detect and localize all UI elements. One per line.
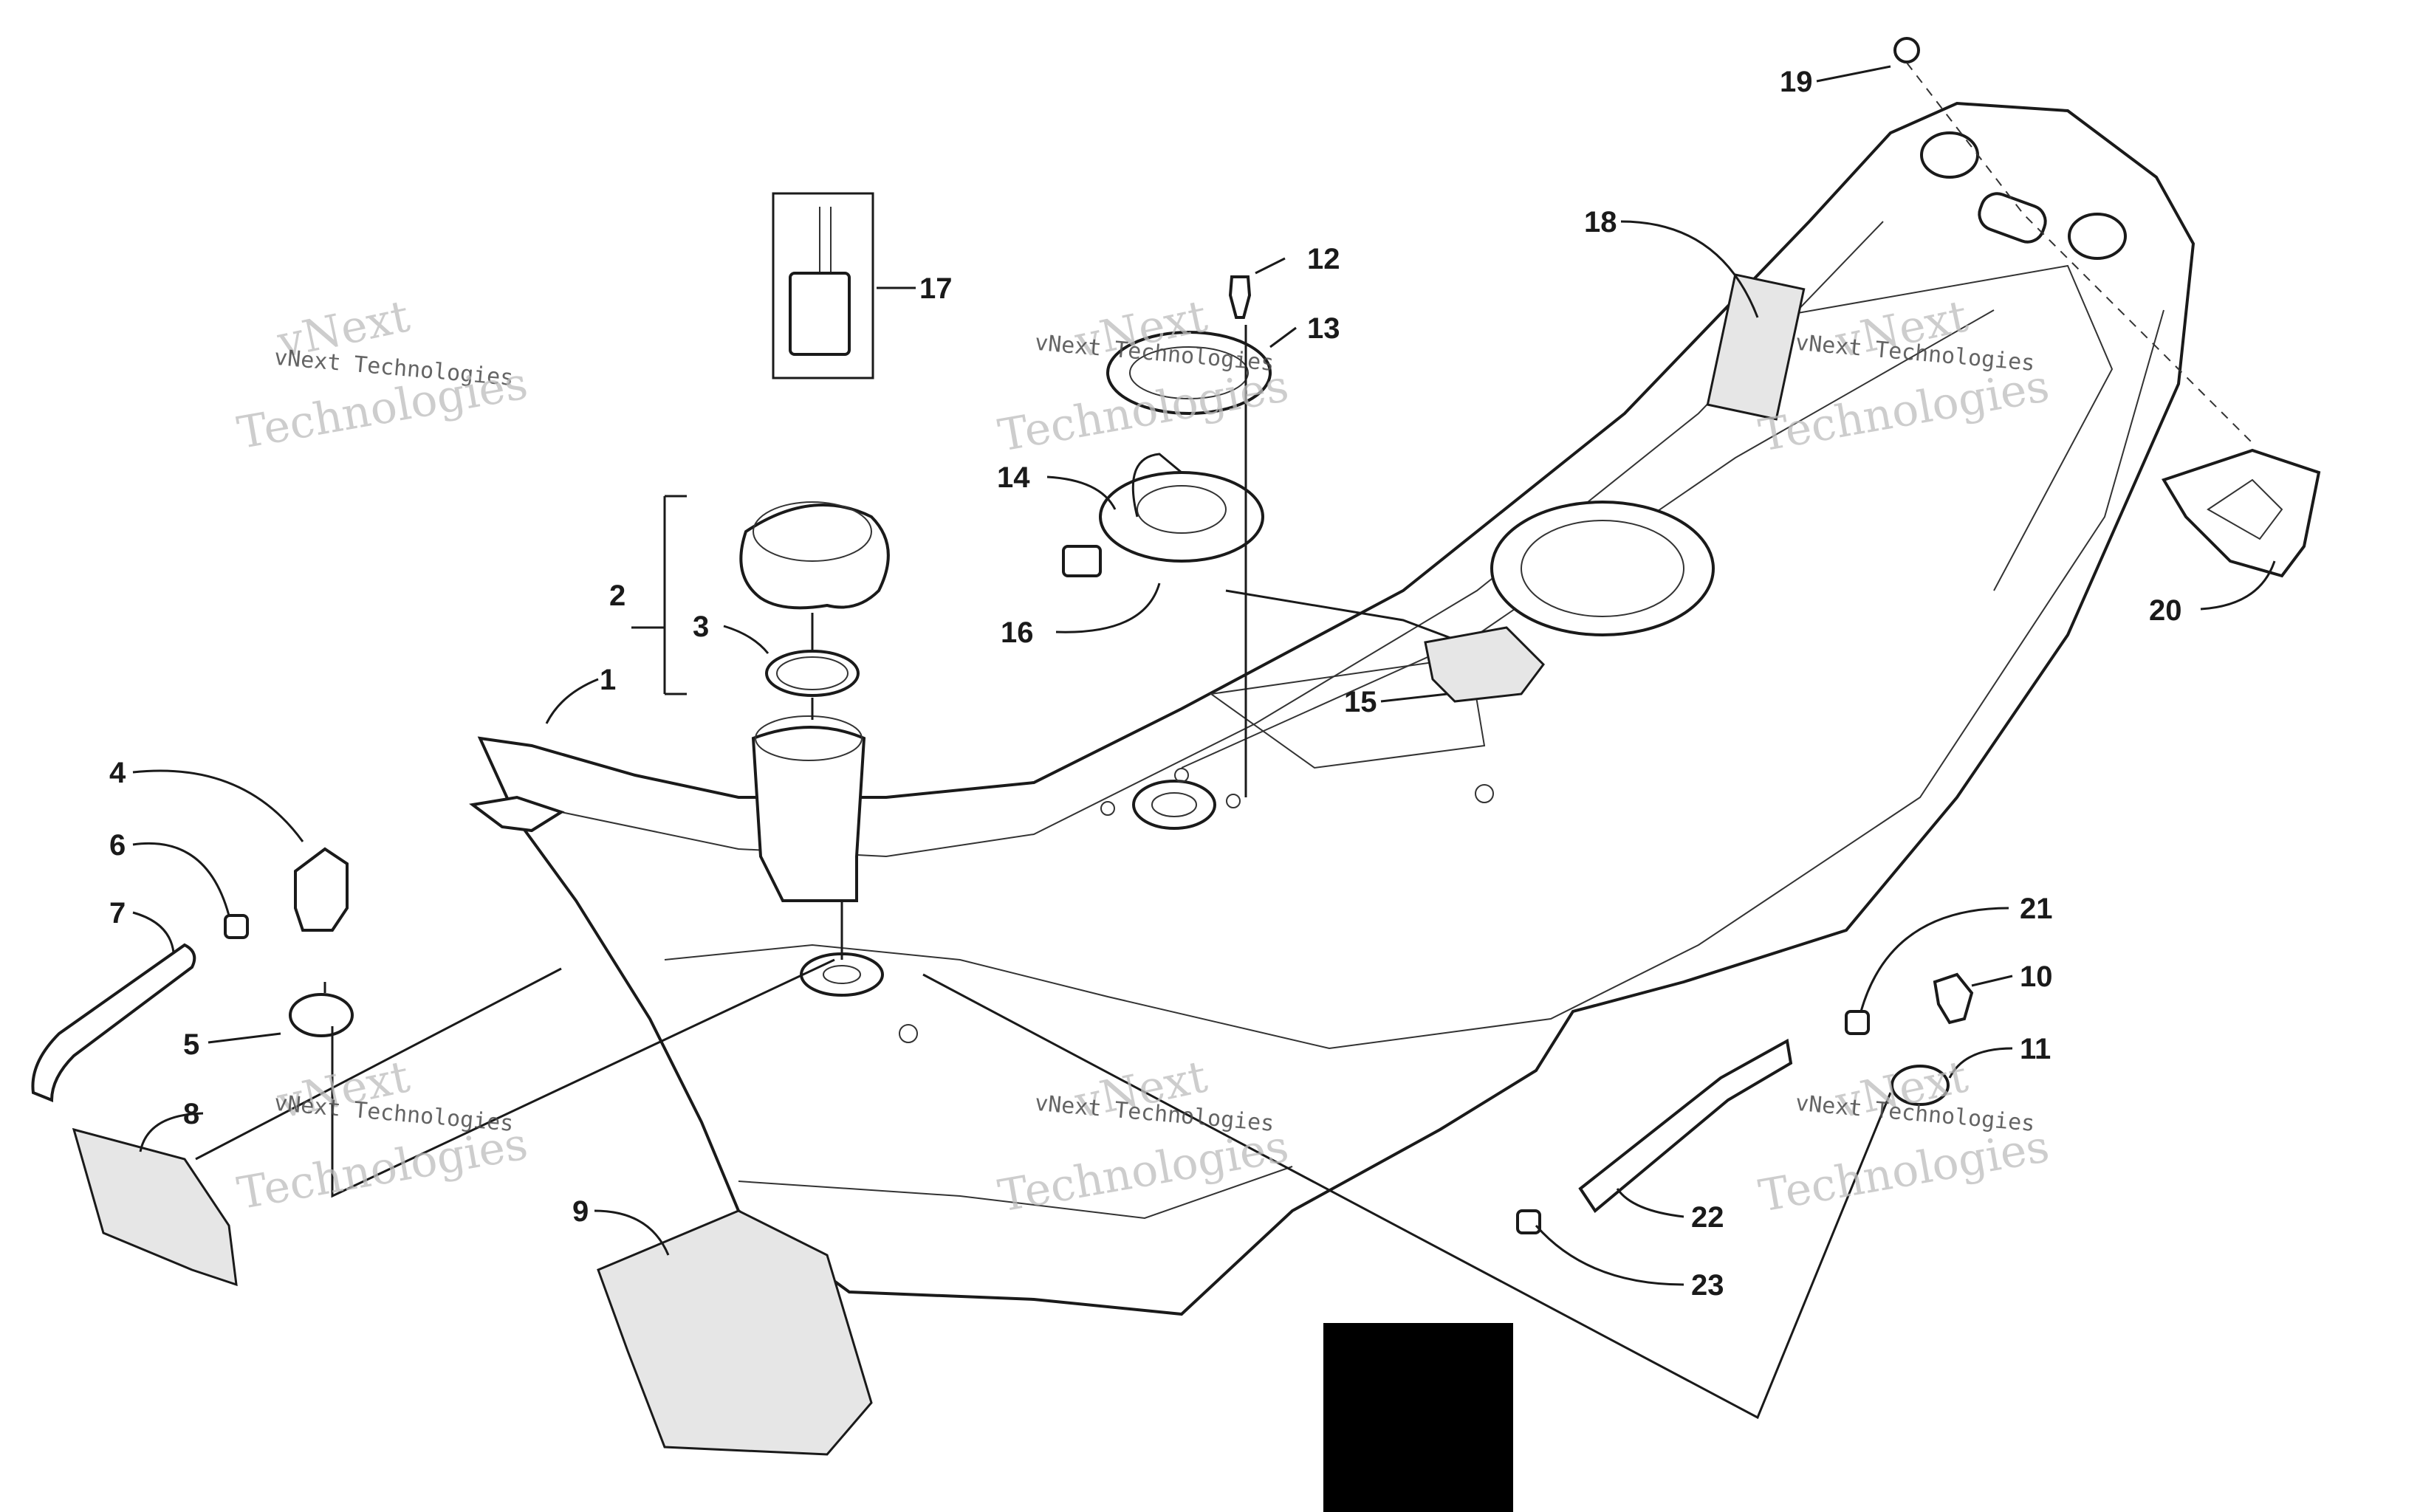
- vent-elbow-fitting: [294, 847, 349, 932]
- callout-2: 2: [609, 580, 625, 612]
- watermark-top-left: vNext vNext Technologies Technologies: [233, 290, 531, 459]
- rubber-grommet: [289, 993, 354, 1037]
- callout-12: 12: [1307, 243, 1340, 275]
- bolt: [1228, 275, 1252, 319]
- pump-retainer-inner: [1129, 346, 1249, 399]
- callout-9: 9: [572, 1195, 589, 1228]
- watermark-bottom-right: vNext vNext Technologies Technologies: [1755, 1051, 2053, 1222]
- callout-16: 16: [1001, 616, 1034, 649]
- watermark-line3: Technologies: [1755, 1121, 2053, 1223]
- callout-21: 21: [2020, 893, 2053, 925]
- callout-22: 22: [1691, 1201, 1724, 1234]
- callout-17: 17: [919, 272, 953, 305]
- callout-10: 10: [2020, 961, 2053, 993]
- vent-elbow-right: [1933, 972, 1974, 1025]
- callout-1: 1: [600, 664, 616, 696]
- hose-end-cap: [1516, 1209, 1541, 1234]
- o-ring: [765, 650, 860, 697]
- watermark-bottom-left: vNext vNext Technologies Technologies: [233, 1051, 531, 1220]
- connector-inset: [772, 192, 874, 379]
- float-sender: [1424, 626, 1545, 703]
- fuel-pump-assembly: [1062, 453, 1463, 644]
- o-ring-inner: [776, 656, 849, 690]
- mount-bracket: [2162, 448, 2321, 578]
- mount-bracket-hole: [2207, 478, 2283, 540]
- nut-dashed-leader: [1906, 62, 2253, 444]
- hex-nut: [1893, 37, 1920, 63]
- callout-23: 23: [1691, 1269, 1724, 1302]
- callout-13: 13: [1307, 312, 1340, 345]
- leader-lines: [132, 65, 2276, 1420]
- callout-19: 19: [1780, 66, 1813, 98]
- callout-labels: 1 2 3 4 5 6 7 8 9 10 11 12 13 14 15 16 1…: [109, 66, 2182, 1302]
- fuel-cap: [739, 501, 890, 610]
- callout-5: 5: [183, 1028, 199, 1061]
- callout-14: 14: [997, 461, 1030, 494]
- watermark-line3: Technologies: [233, 1118, 531, 1220]
- grommet-right: [1891, 1065, 1950, 1106]
- callout-8: 8: [183, 1098, 199, 1130]
- hose-clamp-right: [1845, 1010, 1870, 1035]
- heat-shield-large: [597, 1209, 873, 1456]
- filler-neck-rim: [755, 715, 863, 761]
- vent-hose: [31, 943, 196, 1102]
- redaction-box: [1323, 1323, 1513, 1512]
- callout-11: 11: [2020, 1033, 2051, 1065]
- callout-6: 6: [109, 829, 126, 862]
- heat-shield-small: [72, 1127, 238, 1287]
- callout-18: 18: [1584, 206, 1617, 238]
- filler-neck: [751, 726, 866, 902]
- hose-clamp: [224, 914, 249, 939]
- callout-7: 7: [109, 897, 126, 929]
- callout-3: 3: [693, 611, 709, 643]
- fuel-tank-body: [469, 101, 2196, 1316]
- pump-retainer-ring: [1106, 331, 1272, 415]
- vent-hose-right: [1578, 1038, 1793, 1213]
- callout-4: 4: [109, 757, 126, 789]
- callout-15: 15: [1344, 686, 1377, 718]
- callout-20: 20: [2149, 594, 2182, 627]
